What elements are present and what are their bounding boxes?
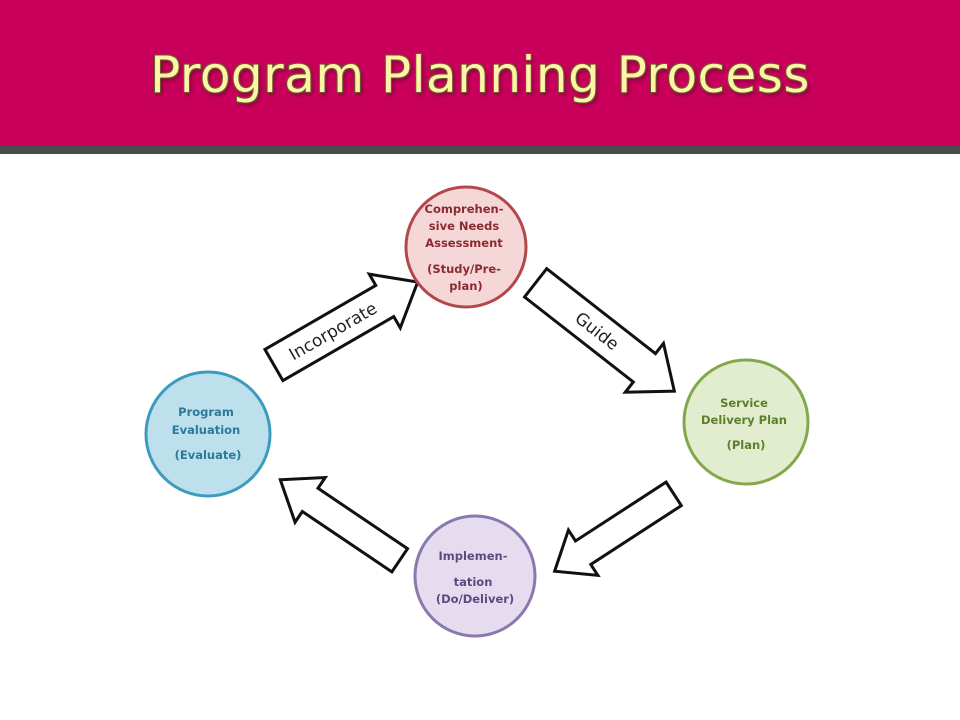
arrow-to-evaluation: [278, 475, 410, 574]
node-service-delivery-plan-label: Service Delivery Plan (Plan): [701, 396, 791, 452]
node-program-evaluation-label: Program Evaluation (Evaluate): [172, 405, 245, 462]
header-rule: [0, 146, 960, 154]
node-program-evaluation: Program Evaluation (Evaluate): [144, 370, 272, 498]
node-service-delivery-plan: Service Delivery Plan (Plan): [682, 358, 810, 486]
slide-title: Program Planning Process: [150, 46, 810, 104]
header-bar: [0, 0, 960, 146]
arrow-to-implementation: [552, 480, 684, 578]
node-needs-assessment: Comprehen- sive Needs Assessment (Study/…: [404, 185, 528, 309]
node-implementation: Implemen- tation (Do/Deliver): [413, 514, 537, 638]
arrow-incorporate: Incorporate: [262, 272, 420, 383]
arrow-guide: Guide: [522, 266, 677, 394]
node-implementation-label: Implemen- tation (Do/Deliver): [436, 549, 514, 606]
node-needs-assessment-label: Comprehen- sive Needs Assessment (Study/…: [425, 202, 508, 293]
